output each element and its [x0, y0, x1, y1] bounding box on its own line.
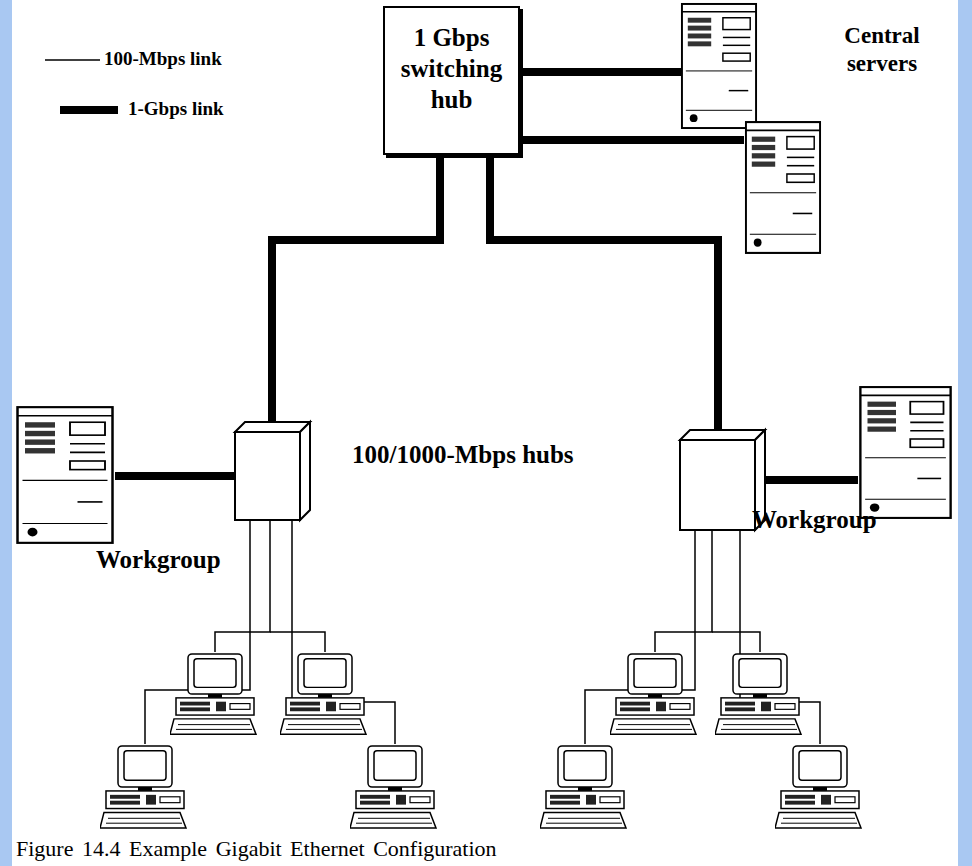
- figure-caption: Figure 14.4 Example Gigabit Ethernet Con…: [16, 836, 497, 862]
- hub-label: 1 Gbps switching hub: [385, 8, 518, 115]
- group-label: Workgroup: [96, 545, 266, 575]
- workgroup-server: [860, 387, 950, 518]
- legend-text: 100-Mbps link: [104, 48, 222, 70]
- legend-text: 1-Gbps link: [128, 98, 224, 120]
- workstation: [170, 654, 256, 734]
- legend-thick-line: [60, 106, 118, 114]
- workgroup-server: [18, 407, 113, 543]
- workstation: [100, 746, 186, 828]
- workstation: [350, 746, 436, 828]
- switching-hub-box: 1 Gbps switching hub: [383, 6, 520, 155]
- group-label: Central servers: [822, 22, 942, 78]
- workstation: [610, 654, 696, 734]
- central-server: [746, 122, 820, 253]
- workstation: [280, 654, 366, 734]
- fast-ethernet-links: [145, 520, 820, 744]
- hub-type-label: 100/1000-Mbps hubs: [352, 440, 632, 470]
- workgroup-hub: [235, 422, 310, 520]
- group-label: Workgroup: [752, 505, 922, 535]
- workstation: [715, 654, 801, 734]
- legend-thin-line: [45, 59, 100, 61]
- central-server: [682, 4, 756, 128]
- workstation: [540, 746, 626, 828]
- workstation: [775, 746, 861, 828]
